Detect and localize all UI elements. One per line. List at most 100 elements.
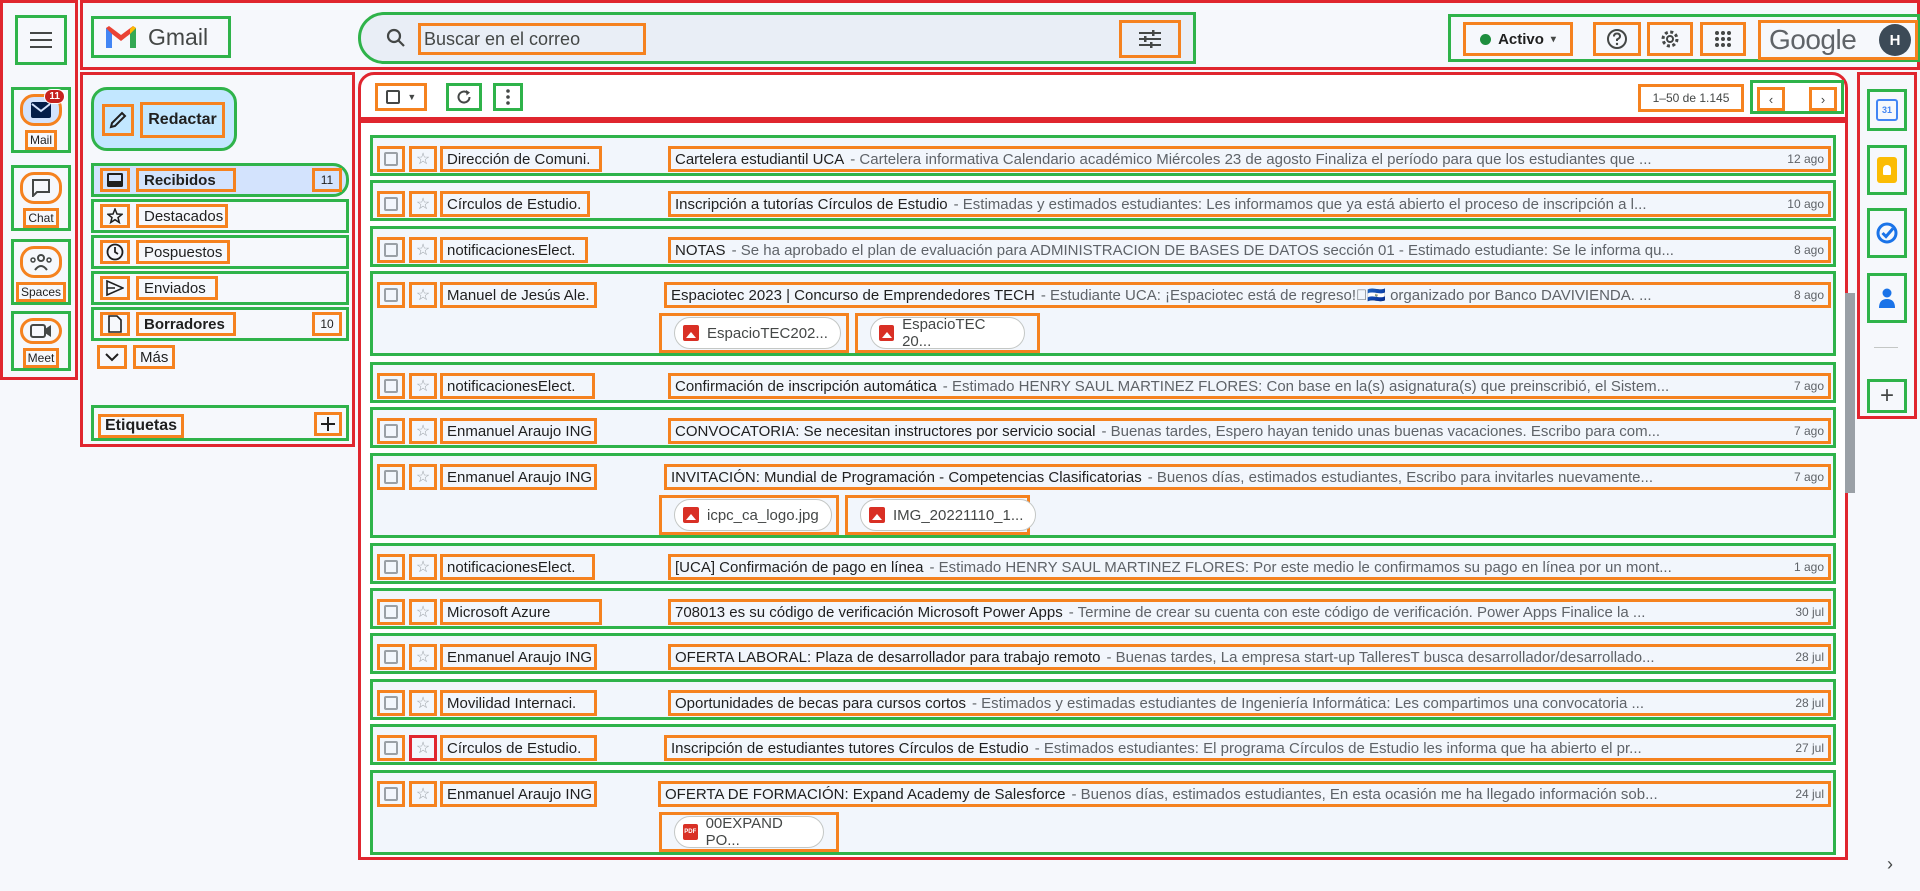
- row-checkbox[interactable]: [377, 464, 405, 490]
- row-checkbox[interactable]: [377, 237, 405, 263]
- message-summary[interactable]: CONVOCATORIA: Se necesitan instructores …: [668, 418, 1831, 444]
- star-toggle[interactable]: ☆: [409, 146, 437, 172]
- row-checkbox[interactable]: [377, 191, 405, 217]
- row-checkbox[interactable]: [377, 146, 405, 172]
- search-bar[interactable]: Buscar en el correo: [358, 12, 1196, 64]
- drafts-count: 10: [312, 312, 342, 336]
- star-toggle[interactable]: ☆: [409, 690, 437, 716]
- row-checkbox[interactable]: [377, 735, 405, 761]
- keep-app-button[interactable]: [1867, 145, 1907, 195]
- mail-row[interactable]: ☆Círculos de Estudio.Inscripción a tutor…: [370, 180, 1836, 221]
- sidebar-item-more[interactable]: Más: [91, 343, 211, 377]
- mail-row[interactable]: ☆Círculos de Estudio.Inscripción de estu…: [370, 724, 1836, 765]
- main-menu-button[interactable]: [15, 15, 67, 65]
- scrollbar[interactable]: [1845, 293, 1855, 493]
- google-apps-button[interactable]: [1700, 22, 1746, 56]
- mail-row[interactable]: ☆notificacionesElect.Confirmación de ins…: [370, 362, 1836, 403]
- row-checkbox[interactable]: [377, 554, 405, 580]
- message-summary[interactable]: INVITACIÓN: Mundial de Programación - Co…: [664, 464, 1831, 490]
- message-summary[interactable]: 708013 es su código de verificación Micr…: [668, 599, 1831, 625]
- message-summary[interactable]: [UCA] Confirmación de pago en línea- Est…: [668, 554, 1831, 580]
- sidebar-item-inbox[interactable]: Recibidos 11: [91, 163, 349, 197]
- newer-page-button[interactable]: ‹: [1757, 87, 1785, 111]
- message-summary[interactable]: Oportunidades de becas para cursos corto…: [668, 690, 1831, 716]
- message-summary[interactable]: Cartelera estudiantil UCA- Cartelera inf…: [668, 146, 1831, 172]
- message-summary[interactable]: OFERTA DE FORMACIÓN: Expand Academy de S…: [658, 781, 1831, 807]
- sidebar-item-sent[interactable]: Enviados: [91, 271, 349, 305]
- star-toggle[interactable]: ☆: [409, 781, 437, 807]
- gmail-logo[interactable]: Gmail: [91, 16, 231, 58]
- star-toggle[interactable]: ☆: [409, 237, 437, 263]
- mail-row[interactable]: ☆Movilidad Internaci.Oportunidades de be…: [370, 679, 1836, 720]
- row-checkbox[interactable]: [377, 690, 405, 716]
- message-summary[interactable]: Espaciotec 2023 | Concurso de Emprendedo…: [664, 282, 1831, 308]
- rail-item-meet[interactable]: Meet: [11, 311, 71, 371]
- contacts-app-button[interactable]: [1867, 273, 1907, 323]
- status-button[interactable]: Activo ▾: [1463, 22, 1573, 56]
- help-button[interactable]: [1593, 22, 1641, 56]
- message-summary[interactable]: Confirmación de inscripción automática- …: [668, 373, 1831, 399]
- add-label-button[interactable]: [314, 412, 342, 436]
- gear-icon: [1661, 30, 1679, 48]
- tasks-app-button[interactable]: [1867, 208, 1907, 258]
- refresh-button[interactable]: [446, 83, 482, 111]
- labels-section: Etiquetas: [91, 405, 349, 441]
- message-summary[interactable]: Inscripción a tutorías Círculos de Estud…: [668, 191, 1831, 217]
- star-toggle[interactable]: ☆: [409, 735, 437, 761]
- row-checkbox[interactable]: [377, 781, 405, 807]
- rail-item-chat[interactable]: Chat: [11, 165, 71, 231]
- mail-row[interactable]: ☆notificacionesElect.[UCA] Confirmación …: [370, 543, 1836, 584]
- star-toggle[interactable]: ☆: [409, 464, 437, 490]
- chevron-down-icon[interactable]: ▼: [407, 92, 417, 102]
- message-summary[interactable]: Inscripción de estudiantes tutores Círcu…: [664, 735, 1831, 761]
- more-options-button[interactable]: [493, 83, 523, 111]
- attachment-chip[interactable]: EspacioTEC 20...: [855, 313, 1040, 353]
- star-toggle[interactable]: ☆: [409, 599, 437, 625]
- email-subject: INVITACIÓN: Mundial de Programación - Co…: [671, 468, 1142, 486]
- sidebar-item-snoozed[interactable]: Pospuestos: [91, 235, 349, 269]
- row-checkbox[interactable]: [377, 599, 405, 625]
- row-checkbox[interactable]: [377, 282, 405, 308]
- mail-row[interactable]: ☆notificacionesElect.NOTAS- Se ha aproba…: [370, 226, 1836, 267]
- row-checkbox[interactable]: [377, 418, 405, 444]
- get-addons-button[interactable]: +: [1867, 379, 1907, 413]
- star-toggle[interactable]: ☆: [409, 282, 437, 308]
- show-side-panel-button[interactable]: ›: [1878, 852, 1902, 876]
- star-toggle[interactable]: ☆: [409, 644, 437, 670]
- image-file-icon: [879, 325, 895, 341]
- mail-row[interactable]: ☆Dirección de Comuni.Cartelera estudiant…: [370, 135, 1836, 176]
- older-page-button[interactable]: ›: [1809, 87, 1837, 111]
- rail-item-spaces[interactable]: Spaces: [11, 239, 71, 305]
- search-input[interactable]: Buscar en el correo: [418, 23, 646, 55]
- rail-item-mail[interactable]: 11 Mail: [11, 87, 71, 153]
- select-all-checkbox[interactable]: ▼: [375, 83, 427, 111]
- search-icon[interactable]: [379, 25, 413, 51]
- sidebar-item-starred[interactable]: Destacados: [91, 199, 349, 233]
- attachment-chip[interactable]: IMG_20221110_1...: [845, 495, 1037, 535]
- settings-button[interactable]: [1647, 22, 1693, 56]
- attachment-chip[interactable]: EspacioTEC202...: [659, 313, 849, 353]
- row-checkbox[interactable]: [377, 373, 405, 399]
- star-toggle[interactable]: ☆: [409, 191, 437, 217]
- mail-row[interactable]: ☆Manuel de Jesús Ale.Espaciotec 2023 | C…: [370, 271, 1836, 356]
- account-button[interactable]: Google H: [1758, 20, 1918, 60]
- star-toggle[interactable]: ☆: [409, 373, 437, 399]
- message-summary[interactable]: OFERTA LABORAL: Plaza de desarrollador p…: [668, 644, 1831, 670]
- compose-button[interactable]: Redactar: [91, 87, 237, 151]
- sidebar-item-drafts[interactable]: Borradores 10: [91, 307, 349, 341]
- calendar-app-button[interactable]: 31: [1867, 89, 1907, 131]
- search-options-button[interactable]: [1119, 20, 1181, 58]
- sidebar-label-drafts: Borradores: [136, 312, 236, 336]
- sidebar-label-snoozed: Pospuestos: [136, 240, 230, 264]
- star-toggle[interactable]: ☆: [409, 554, 437, 580]
- row-checkbox[interactable]: [377, 644, 405, 670]
- star-toggle[interactable]: ☆: [409, 418, 437, 444]
- attachment-chip[interactable]: icpc_ca_logo.jpg: [659, 495, 839, 535]
- message-summary[interactable]: NOTAS- Se ha aprobado el plan de evaluac…: [668, 237, 1831, 263]
